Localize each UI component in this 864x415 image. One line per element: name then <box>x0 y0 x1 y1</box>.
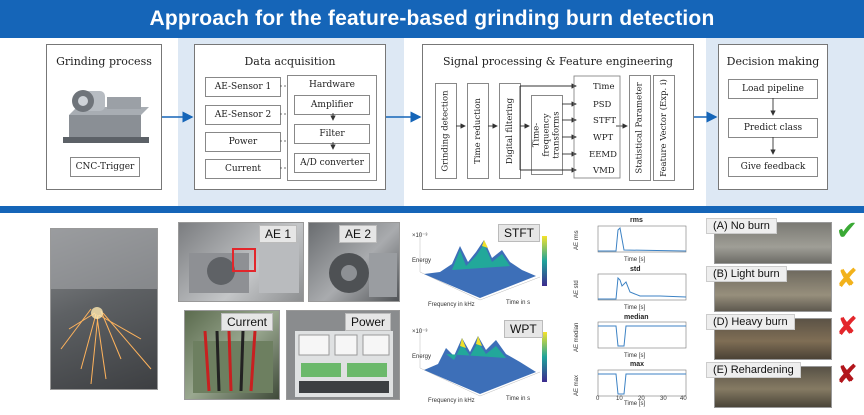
stft-label: STFT <box>498 224 540 242</box>
statistical-parameter-box: Statistical Parameter <box>629 75 651 181</box>
check-icon: ✔ <box>836 216 858 246</box>
power-image <box>295 331 393 397</box>
grinding-process-title: Grinding process <box>56 55 152 68</box>
ae1-label: AE 1 <box>259 225 298 243</box>
grinding-sparks-photo <box>50 228 158 390</box>
sparks-image <box>51 229 157 385</box>
power-label: Power <box>345 313 392 331</box>
plot-title-median: median <box>624 314 649 321</box>
current-label: Current <box>221 313 274 331</box>
xtick-20: 20 <box>638 396 645 402</box>
ae2-photo: AE 2 <box>308 222 400 302</box>
wpt-surface <box>419 328 547 397</box>
amplifier-box: Amplifier <box>294 95 370 115</box>
digital-filtering-box: Digital filtering <box>499 83 521 179</box>
grinding-process-box: Grinding process CNC-Trigger <box>46 44 162 190</box>
wpt-label: WPT <box>504 320 543 338</box>
stft-surface <box>419 232 547 301</box>
sensor-ae1-box: AE-Sensor 1 <box>205 77 281 97</box>
ylabel-std: AE std <box>574 280 580 298</box>
xlabel-rms: Time [s] <box>624 257 646 263</box>
ylabel-rms: AE rms <box>574 230 580 250</box>
ae1-highlight-box <box>232 248 256 272</box>
plot-title-rms: rms <box>630 217 643 224</box>
xtick-0: 0 <box>596 396 600 402</box>
section-divider <box>0 206 864 213</box>
hardware-title: Hardware <box>309 80 355 90</box>
signal-arrows <box>456 75 628 179</box>
hardware-box: Hardware Amplifier Filter A/D converter <box>287 75 377 181</box>
burn-label-b: (B) Light burn <box>706 266 787 282</box>
sensor-ae2-box: AE-Sensor 2 <box>205 105 281 125</box>
ae1-image <box>189 243 299 293</box>
time-frequency-box: Time-frequency transforms <box>531 95 563 175</box>
output-psd: PSD <box>593 100 612 110</box>
burn-label-d: (D) Heavy burn <box>706 314 795 330</box>
cross-icon-light: ✘ <box>836 264 858 294</box>
burn-label-e: (E) Rehardening <box>706 362 801 378</box>
give-feedback-box: Give feedback <box>728 157 818 177</box>
ae1-photo: AE 1 <box>178 222 304 302</box>
burn-classes: (A) No burn (B) Light burn (D) Heavy bur… <box>706 216 864 415</box>
cnc-trigger-box: CNC-Trigger <box>70 157 140 177</box>
ylabel-max: AE max <box>574 374 580 396</box>
wpt-ylabel: Time in s <box>506 396 531 402</box>
wpt-exponent: ×10⁻³ <box>412 329 428 335</box>
ylabel-median: AE median <box>574 322 580 352</box>
wpt-xlabel: Frequency in kHz <box>428 398 475 404</box>
data-acquisition-title: Data acquisition <box>244 55 336 68</box>
current-photo: Current <box>184 310 280 400</box>
statistic-lines <box>597 225 687 397</box>
signal-processing-box: Signal processing & Feature engineering … <box>422 44 694 190</box>
stft-xlabel: Frequency in kHz <box>428 302 475 308</box>
xlabel-median: Time [s] <box>624 353 646 359</box>
cross-icon-heavy: ✘ <box>836 312 858 342</box>
stft-zlabel: Energy <box>412 258 432 264</box>
xlabel-max: Time [s] <box>624 401 646 407</box>
ae2-image <box>329 253 397 297</box>
xtick-10: 10 <box>616 396 623 402</box>
wpt-plot: WPT Energy ×10⁻³ Frequency in kHz Time i… <box>410 316 550 408</box>
ad-converter-box: A/D converter <box>294 153 370 173</box>
stft-ylabel: Time in s <box>506 300 531 306</box>
predict-class-box: Predict class <box>728 118 818 138</box>
xlabel-std: Time [s] <box>624 305 646 311</box>
output-vmd: VMD <box>593 166 615 176</box>
cross-icon-rehardening: ✘ <box>836 360 858 390</box>
decision-making-title: Decision making <box>726 55 820 68</box>
grinding-detection-box: Grinding detection <box>435 83 457 179</box>
data-acquisition-box: Data acquisition AE-Sensor 1 AE-Sensor 2… <box>194 44 386 190</box>
title-bar: Approach for the feature-based grinding … <box>0 0 864 38</box>
sensor-dashed-links <box>280 85 286 169</box>
xtick-40: 40 <box>680 396 687 402</box>
main-title: Approach for the feature-based grinding … <box>149 7 715 30</box>
stft-exponent: ×10⁻³ <box>412 233 428 239</box>
sensor-current-box: Current <box>205 159 281 179</box>
plot-title-max: max <box>630 361 645 368</box>
feature-vector-box: Feature Vector (Exp. i) <box>653 75 675 181</box>
filter-box: Filter <box>294 124 370 144</box>
plot-title-std: std <box>630 266 641 273</box>
ae2-label: AE 2 <box>339 225 378 243</box>
output-time: Time <box>593 82 615 92</box>
decision-making-box: Decision making Load pipeline Predict cl… <box>718 44 828 190</box>
flow-connectors <box>162 75 776 179</box>
statistic-plots: rms std median max AE rms AE std AE medi… <box>570 216 690 412</box>
output-stft: STFT <box>593 116 617 126</box>
grinding-machine-image <box>63 90 149 143</box>
sensor-power-box: Power <box>205 132 281 152</box>
current-image <box>193 330 273 393</box>
stft-plot: STFT Energy ×10⁻³ Frequency in kHz Time … <box>410 222 550 312</box>
output-eemd: EEMD <box>589 150 617 160</box>
burn-label-a: (A) No burn <box>706 218 777 234</box>
output-wpt: WPT <box>593 133 614 143</box>
power-photo: Power <box>286 310 400 400</box>
signal-processing-title: Signal processing & Feature engineering <box>442 55 674 68</box>
wpt-zlabel: Energy <box>412 354 432 360</box>
time-reduction-box: Time reduction <box>467 83 489 179</box>
xtick-30: 30 <box>660 396 667 402</box>
